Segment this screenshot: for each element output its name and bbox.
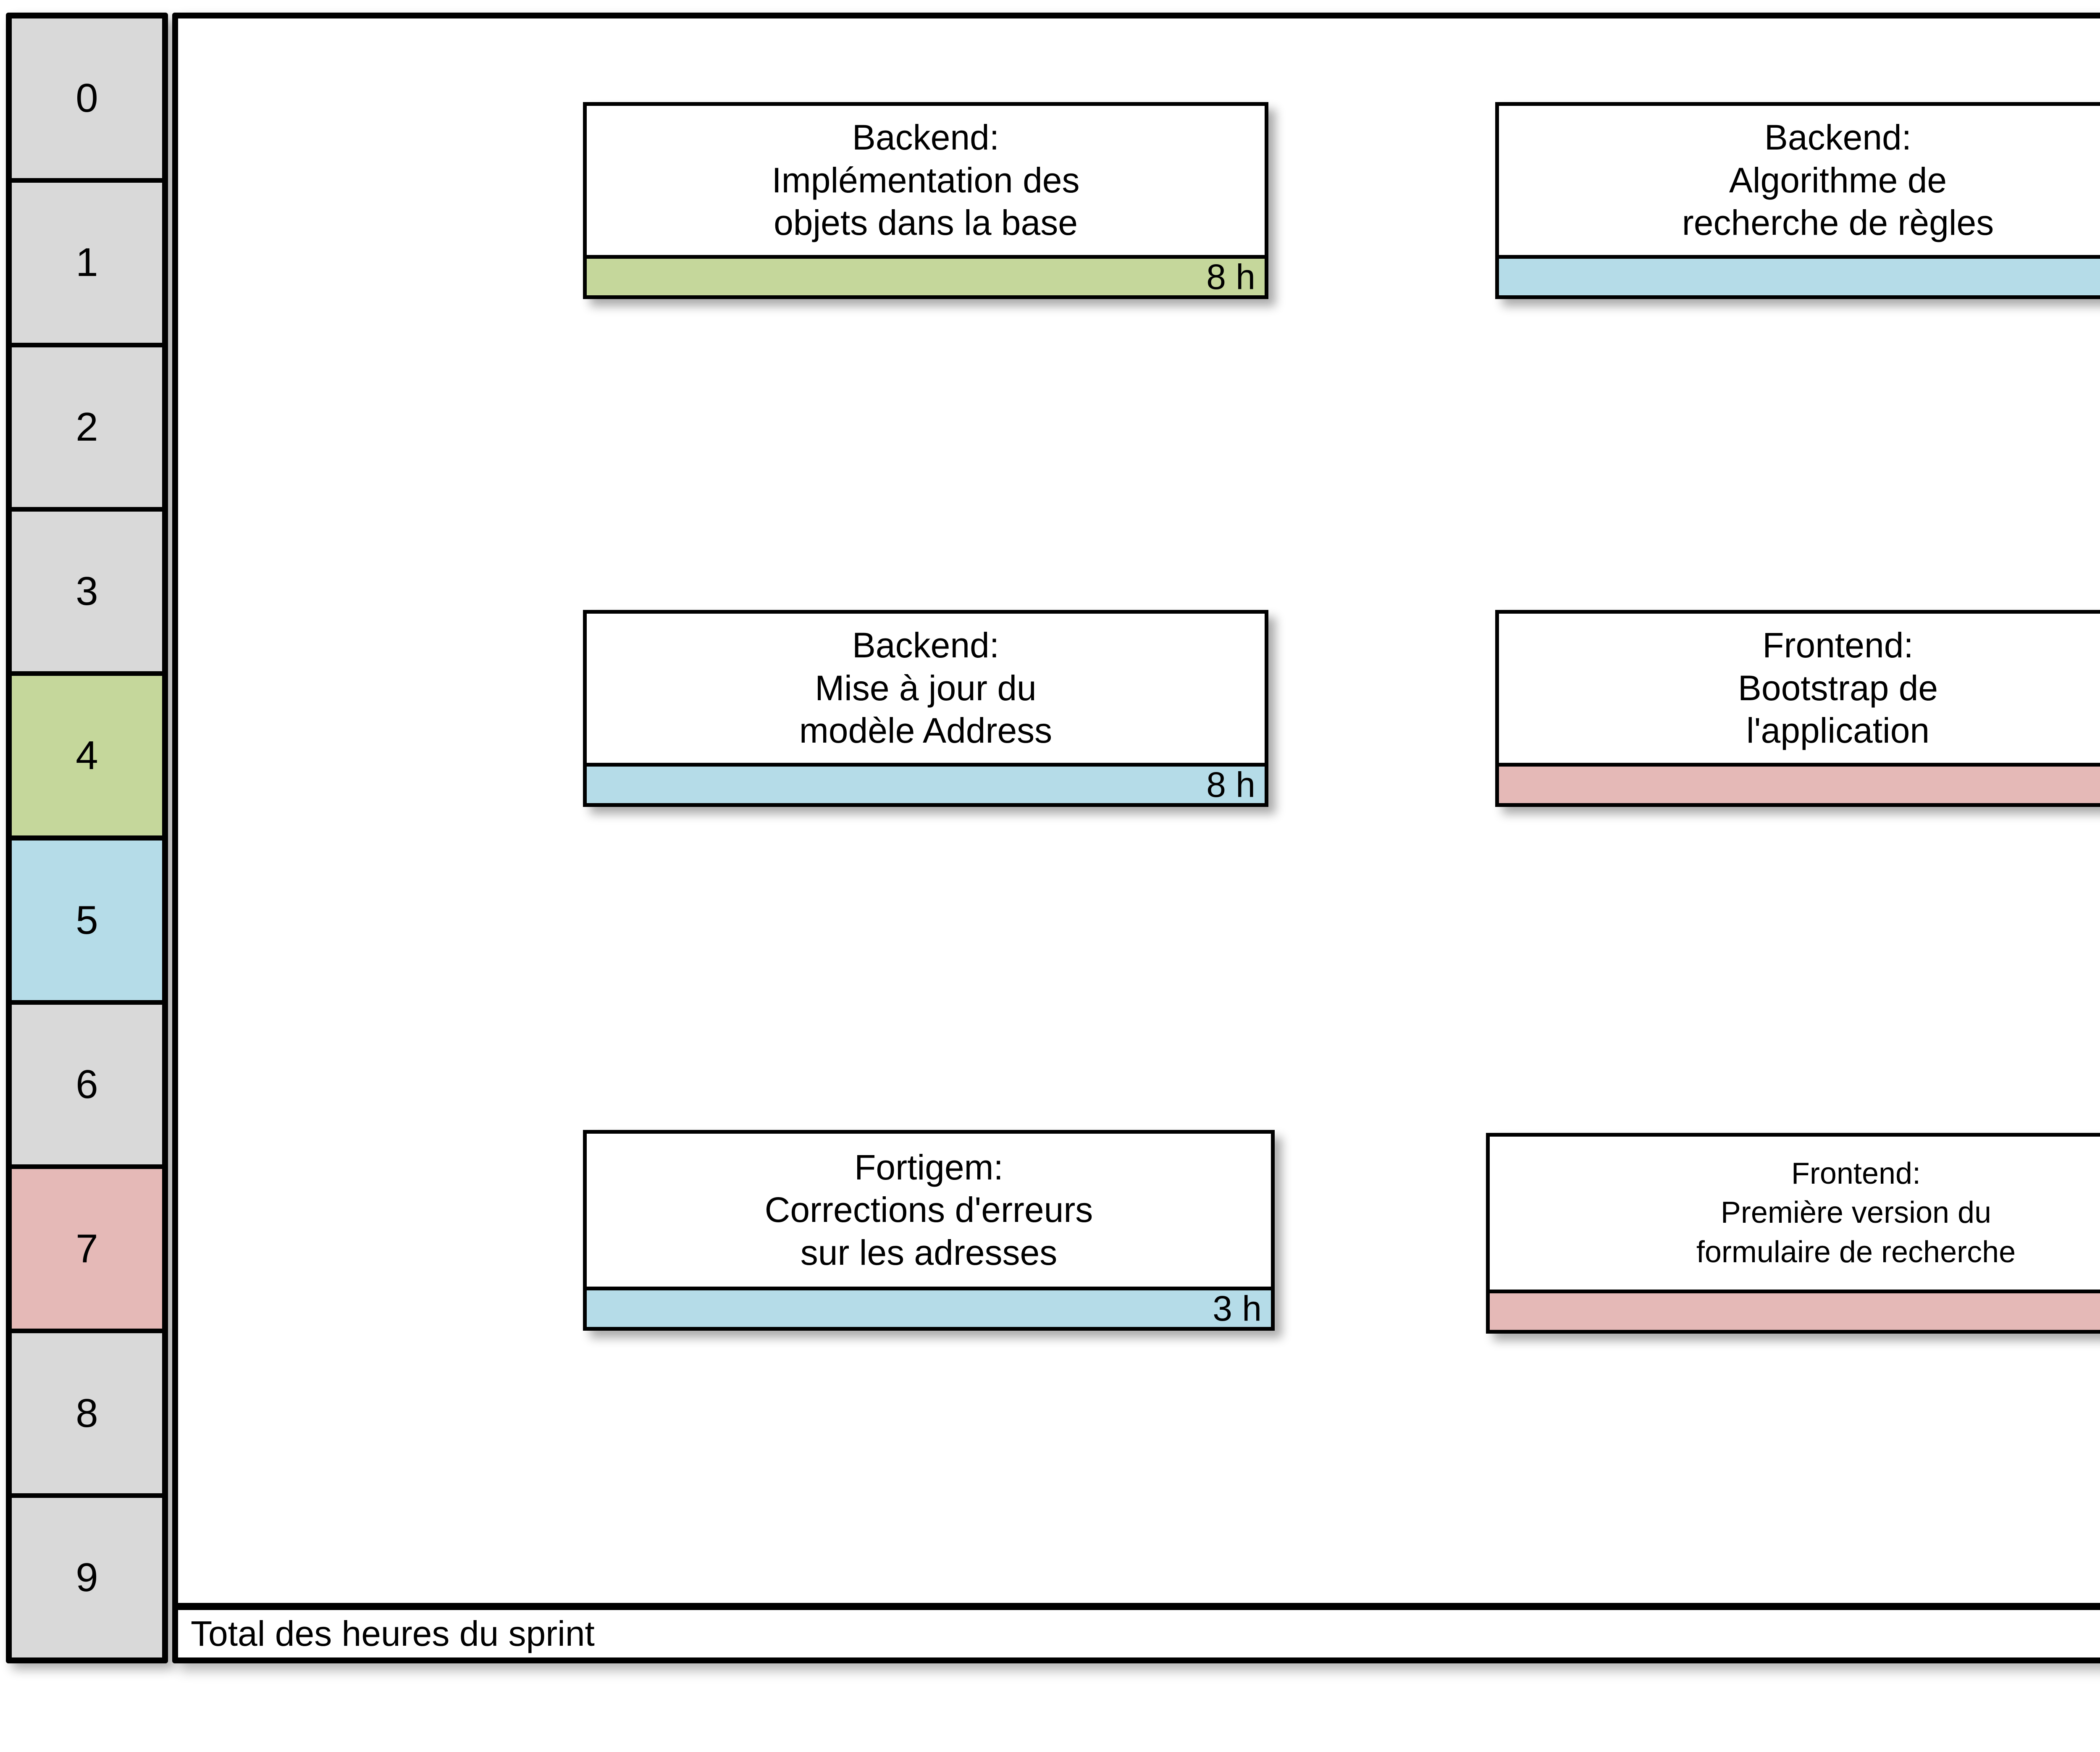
- sidebar-day-label: 4: [76, 733, 98, 778]
- sidebar-day-label: 6: [76, 1061, 98, 1107]
- sidebar-day-label: 7: [76, 1226, 98, 1271]
- task-card-title: Frontend: Première version du formulaire d…: [1696, 1154, 2016, 1272]
- task-card-description-line: recherche de règles: [1682, 203, 1994, 243]
- task-card-description-line: Implémentation des: [772, 160, 1080, 200]
- task-card-description-line: l'application: [1746, 711, 1930, 751]
- task-card[interactable]: Frontend:Bootstrap del'application 8 h: [1495, 610, 2100, 807]
- sidebar-day-7[interactable]: 7: [12, 1169, 162, 1329]
- task-card-description-line: Mise à jour du: [815, 668, 1037, 708]
- sidebar-day-4[interactable]: 4: [12, 676, 162, 836]
- sidebar-day-label: 9: [76, 1555, 98, 1600]
- task-card-category: Frontend:: [1762, 625, 1914, 665]
- sidebar-day-5[interactable]: 5: [12, 840, 162, 1000]
- task-card-hours-bar: 32 h: [1499, 255, 2100, 297]
- sidebar-day-3[interactable]: 3: [12, 511, 162, 672]
- task-card-description-line: Corrections d'erreurs: [764, 1190, 1093, 1230]
- task-card-hours-bar: 8 h: [1499, 763, 2100, 803]
- task-card-body: Frontend: Première version du formulaire d…: [1490, 1137, 2100, 1290]
- sidebar-day-0[interactable]: 0: [12, 18, 162, 179]
- sidebar-day-8[interactable]: 8: [12, 1333, 162, 1493]
- task-card-description-line: objets dans la base: [774, 203, 1078, 243]
- task-card-description-line: Bootstrap de: [1738, 668, 1938, 708]
- task-card-hours-bar: 8 h: [587, 763, 1265, 804]
- task-card-category: Fortigem:: [854, 1147, 1003, 1187]
- task-card-hours-bar: 8 h: [587, 255, 1265, 297]
- task-card-description-line: formulaire de recherche: [1696, 1235, 2016, 1269]
- sidebar-day-label: 3: [76, 569, 98, 614]
- task-card-description-line: Algorithme de: [1729, 160, 1947, 200]
- task-card-hours: 32 h: [2099, 257, 2100, 297]
- task-card-hours: 8 h: [1206, 257, 1255, 297]
- total-label: Total des heures du sprint: [178, 1610, 2100, 1657]
- total-bar: Total des heures du sprint 75: [178, 1603, 2100, 1657]
- task-card-description-line: modèle Address: [799, 711, 1053, 751]
- sidebar-day-label: 5: [76, 897, 98, 943]
- task-card-hours-bar: 3 h: [587, 1287, 1271, 1328]
- sidebar-day-label: 1: [76, 240, 98, 285]
- task-card-hours: 3 h: [1213, 1289, 1262, 1328]
- task-card-hours-bar: 16 h: [1490, 1290, 2100, 1330]
- task-card-category: Frontend:: [1791, 1156, 1921, 1190]
- sidebar-day-2[interactable]: 2: [12, 347, 162, 507]
- sidebar-day-label: 2: [76, 404, 98, 449]
- sprint-day-sidebar: 0 1 2 3 4 5 6 7 8 9: [6, 13, 168, 1663]
- sidebar-day-9[interactable]: 9: [12, 1497, 162, 1657]
- task-card-category: Backend:: [852, 625, 1000, 665]
- sidebar-day-1[interactable]: 1: [12, 183, 162, 343]
- task-card-category: Backend:: [1764, 118, 1912, 158]
- sidebar-day-label: 8: [76, 1390, 98, 1436]
- sidebar-day-label: 0: [76, 76, 98, 121]
- sidebar-day-6[interactable]: 6: [12, 1004, 162, 1165]
- task-card-category: Backend:: [852, 118, 1000, 158]
- task-card-description-line: Première version du: [1720, 1196, 1992, 1230]
- task-card[interactable]: Frontend: Première version du formulaire d…: [1486, 1133, 2100, 1334]
- task-card-description-line: sur les adresses: [800, 1232, 1058, 1272]
- task-card-hours: 8 h: [1206, 765, 1255, 804]
